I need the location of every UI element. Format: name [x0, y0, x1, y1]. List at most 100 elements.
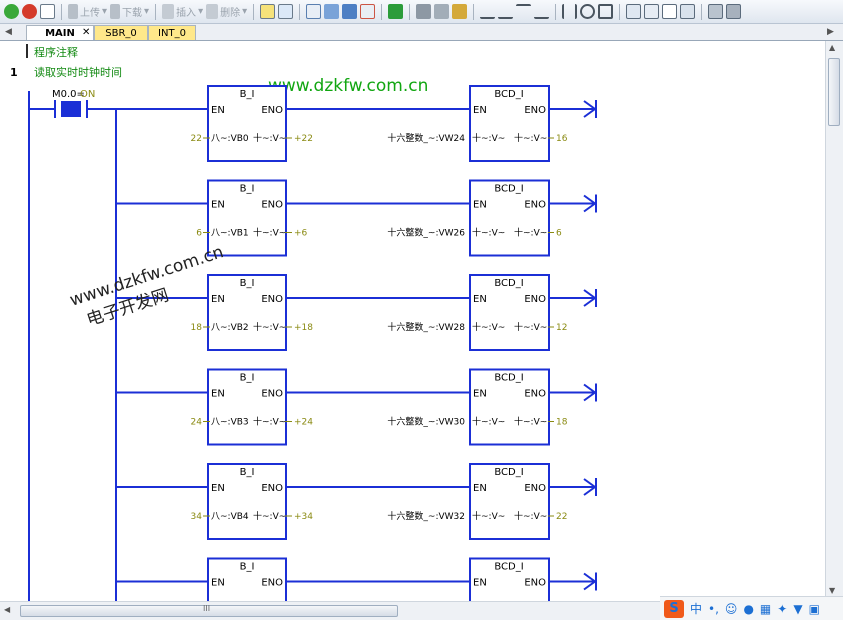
bcd-i-block [469, 463, 550, 540]
b-i-eno-pin: ENO [261, 105, 283, 116]
trend-icon[interactable] [278, 4, 294, 19]
bcd-i-eno-pin: ENO [524, 200, 546, 211]
vertical-scroll-thumb[interactable] [828, 58, 840, 126]
b-i-block-title: B_I [240, 562, 255, 573]
b-i-output-value: +22 [294, 134, 313, 144]
ladder-editor[interactable]: 程序注释 1 读取实时时钟时间 M0.0= ON www.dzkfw.com.c… [0, 41, 825, 601]
scroll-up-icon[interactable]: ▲ [829, 43, 836, 52]
bcd-i-input-address: 十六整数_~:VW32 [387, 510, 465, 522]
upload-button[interactable]: 上传▾ [68, 3, 107, 21]
b-i-block [207, 557, 287, 601]
ime-toolbar: S 中 •, ☺ ● ▦ ✦ ▼ ▣ [660, 596, 843, 620]
toolbar-separator [409, 3, 411, 20]
b-i-eno-pin: ENO [261, 294, 283, 305]
horizontal-scroll-thumb[interactable]: III [20, 604, 398, 617]
b-i-input-address: 八~:VB4 [211, 512, 249, 522]
compile-icon[interactable] [388, 4, 404, 19]
tab-sbr-0[interactable]: SBR_0 [94, 25, 148, 40]
tab-int-0[interactable]: INT_0 [148, 25, 196, 40]
redo-icon[interactable] [342, 4, 358, 19]
insert-button[interactable]: 插入▾ [162, 3, 203, 21]
toolbar-separator [253, 3, 255, 20]
network-icon[interactable] [626, 4, 642, 19]
tools-icon[interactable]: ✦ [777, 601, 788, 616]
symbol-table-icon[interactable] [644, 4, 660, 19]
b-i-output-value: +34 [294, 512, 313, 522]
tab-int-0-label: INT_0 [158, 28, 186, 39]
line-contact-icon[interactable] [480, 4, 496, 19]
skin-icon[interactable]: ▼ [793, 601, 803, 616]
vertical-scrollbar[interactable]: ▲ ▼ [825, 41, 843, 601]
pen-icon[interactable] [680, 4, 696, 19]
b-i-eno-pin: ENO [261, 578, 283, 589]
print-icon[interactable] [416, 4, 432, 19]
bcd-i-output-value: 16 [556, 134, 568, 144]
program-comment: 程序注释 [34, 45, 78, 59]
close-icon[interactable]: ✕ [82, 27, 91, 38]
bcd-i-block-title: BCD_I [494, 89, 523, 100]
lock-icon[interactable] [452, 4, 468, 19]
bcd-i-output-address: 十~:V~ [514, 227, 547, 239]
notes-icon[interactable] [662, 4, 678, 19]
line-up-icon[interactable] [516, 4, 532, 19]
b-i-block [207, 179, 287, 257]
b-i-block [207, 274, 287, 351]
window-icon[interactable] [306, 4, 322, 19]
ladder-diagram: 程序注释 1 读取实时时钟时间 M0.0= ON www.dzkfw.com.c… [10, 44, 597, 601]
bcd-i-block [469, 557, 550, 601]
tab-scroll-left-icon[interactable]: ◀ [5, 27, 12, 37]
bcd-i-output-value: 22 [556, 512, 567, 522]
toolbar-separator [61, 3, 62, 20]
scroll-down-icon[interactable]: ▼ [829, 586, 836, 595]
bcd-i-en-pin: EN [473, 578, 487, 589]
stop-icon[interactable] [22, 4, 37, 19]
b-i-input-address: 八~:VB1 [211, 229, 249, 239]
bcd-i-block-title: BCD_I [494, 184, 523, 195]
download-button[interactable]: 下载▾ [110, 3, 149, 21]
tab-scroll-right-icon[interactable]: ▶ [827, 27, 834, 37]
delete-button[interactable]: 删除▾ [206, 3, 247, 21]
bcd-i-en-pin: EN [473, 200, 487, 211]
bcd-i-block [469, 274, 550, 351]
bcd-i-eno-pin: ENO [524, 578, 546, 589]
box-icon[interactable] [598, 4, 614, 19]
preview-icon[interactable] [434, 4, 450, 19]
run-icon[interactable] [4, 4, 19, 19]
cut-icon[interactable] [360, 4, 376, 19]
line-right-icon[interactable] [534, 4, 550, 19]
edit-icon[interactable] [40, 4, 55, 19]
scroll-left-icon[interactable]: ◀ [4, 605, 11, 614]
bcd-i-eno-pin: ENO [524, 483, 546, 494]
line-branch-icon[interactable] [498, 4, 514, 19]
microphone-icon[interactable]: ● [743, 601, 754, 616]
b-i-input-value: 24 [191, 418, 203, 428]
bcd-i-output-address: 十~:V~ [514, 321, 547, 333]
bcd-i-input-address: 十六整数_~:VW30 [387, 416, 465, 428]
emoji-icon[interactable]: ☺ [724, 601, 738, 616]
pages-icon[interactable] [708, 4, 724, 19]
ime-mode[interactable]: 中 [690, 602, 703, 616]
toolbar: 上传▾ 下载▾ 插入▾ 删除▾ [0, 0, 843, 24]
delete-icon [206, 4, 219, 19]
menu-grid-icon[interactable]: ▣ [808, 601, 820, 616]
horizontal-scrollbar[interactable]: ◀ III [0, 601, 660, 620]
b-i-block [207, 463, 287, 540]
bcd-i-input-type: 十~:V~ [472, 416, 505, 428]
bcd-i-en-pin: EN [473, 483, 487, 494]
bcd-i-output-address: 十~:V~ [514, 510, 547, 522]
program-status-icon[interactable] [260, 4, 276, 19]
ime-logo[interactable]: S [664, 599, 684, 618]
keyboard-icon[interactable]: ▦ [759, 601, 772, 616]
b-i-input-address: 八~:VB2 [211, 323, 249, 333]
coil-icon[interactable] [580, 4, 596, 19]
copy-icon[interactable] [726, 4, 742, 19]
punctuation-icon[interactable]: •, [708, 601, 719, 616]
scroll-grip: III [203, 604, 211, 613]
tab-main[interactable]: MAIN [26, 25, 94, 40]
tab-main-label: MAIN [45, 28, 75, 39]
contact-state: ON [80, 89, 95, 100]
b-i-input-value: 6 [196, 229, 202, 239]
contact-icon[interactable] [562, 4, 578, 19]
contact-label: M0.0= ON [52, 89, 95, 100]
undo-icon[interactable] [324, 4, 340, 19]
